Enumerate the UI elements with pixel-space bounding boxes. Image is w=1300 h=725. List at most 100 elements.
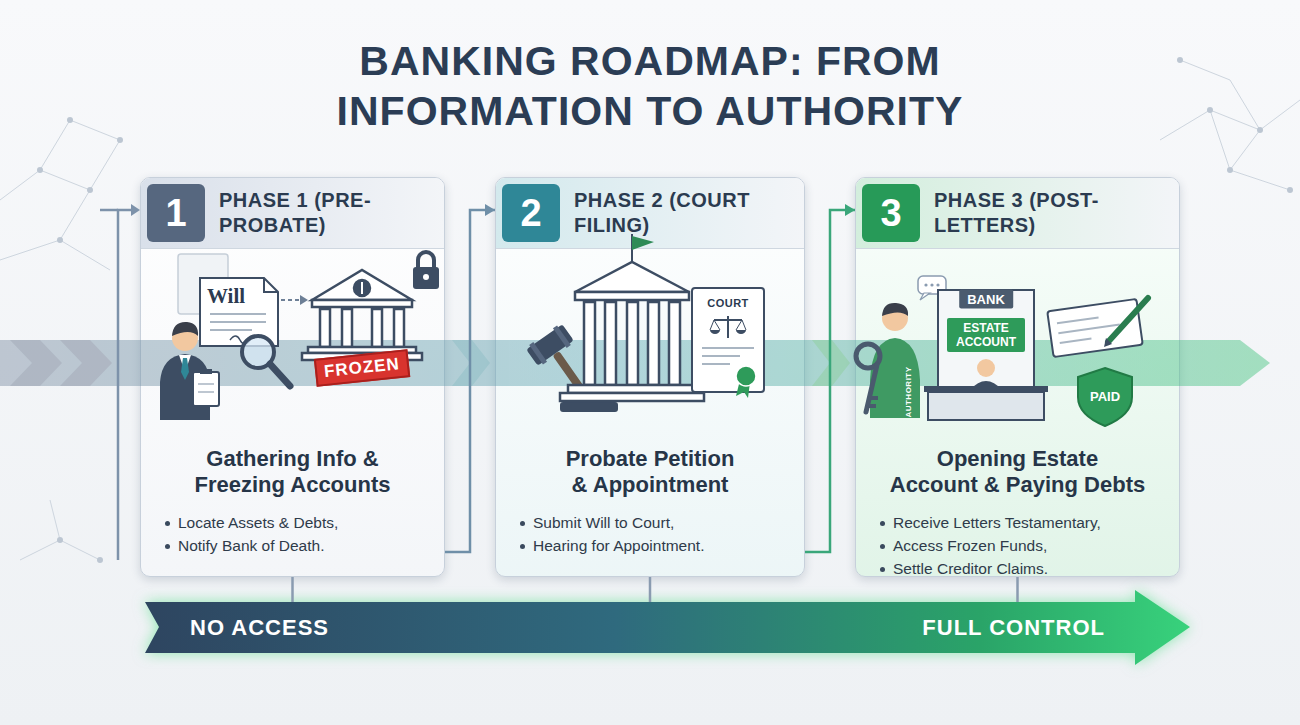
phase-subtitle: Opening Estate Account & Paying Debts [873, 446, 1163, 498]
entry-arrow-part [118, 210, 132, 560]
progress-label: FULL CONTROL [922, 615, 1105, 641]
card-header: 2 PHASE 2 (COURT FILING) [496, 178, 804, 249]
magnifier-icon-part [270, 364, 290, 386]
network-decoration-part [1160, 60, 1300, 190]
network-decoration [0, 60, 1300, 560]
connector [1017, 577, 1018, 602]
certificate-icon-part [736, 366, 756, 386]
certificate-icon-part [702, 348, 754, 364]
bank-icon-part [394, 309, 404, 347]
person-icon-part [193, 372, 219, 406]
arrowhead [845, 204, 855, 216]
phase-heading: PHASE 1 (PRE-PROBATE) [219, 188, 439, 238]
gavel-icon-part-part [529, 342, 547, 365]
dashed-arrow [281, 295, 308, 305]
illustration-label: AUTHORITY [904, 366, 913, 417]
network-dots-part [1257, 127, 1263, 133]
document-icon-part [200, 278, 278, 346]
speech-bubble-part [924, 283, 927, 286]
document-icon-part [264, 278, 278, 292]
connector-line [649, 577, 652, 602]
bullet-text: Access Frozen Funds, [893, 535, 1047, 557]
bank-counter-icon-part [928, 392, 1044, 420]
illustration-label: ESTATE ACCOUNT [947, 318, 1025, 352]
bullet-list: Receive Letters Testamentary,Access Froz… [880, 512, 1167, 577]
bullet-text: Locate Assets & Debts, [178, 512, 338, 534]
card-header: 3PHASE 3 (POST-LETTERS) [856, 178, 1179, 249]
speech-bubble-part [930, 283, 933, 286]
bullet-text: Hearing for Appointment. [533, 535, 704, 557]
bullet-dot [520, 521, 525, 526]
check-icon-part [1047, 299, 1143, 357]
certificate-icon-part [710, 320, 746, 330]
bullet-item: Receive Letters Testamentary, [880, 512, 1167, 534]
bank-icon-part [372, 309, 382, 347]
bullet-item: Access Frozen Funds, [880, 535, 1167, 557]
bank-icon-part [312, 300, 412, 307]
gavel-icon-part-part [553, 325, 571, 348]
bullet-item: Settle Creditor Claims. [880, 558, 1167, 577]
illustration-label: COURT [707, 297, 749, 309]
person-icon [160, 322, 219, 420]
diagram-title: BANKING ROADMAP: FROM INFORMATION TO AUT… [200, 36, 1100, 136]
document-icon-part [210, 314, 266, 330]
phase-number: 1 [165, 192, 186, 235]
phase-heading: PHASE 2 (COURT FILING) [574, 188, 794, 238]
bullet-dot [880, 521, 885, 526]
phase-number-box: 1 [147, 184, 205, 242]
gavel-icon-part-part [526, 324, 574, 366]
speech-bubble-part [936, 283, 939, 286]
bullet-item: Hearing for Appointment. [520, 535, 792, 557]
person-key-icon-part [866, 365, 877, 412]
person-key-icon [856, 303, 920, 418]
network-dots-part [1207, 107, 1213, 113]
progress-arrow-body [145, 590, 1190, 665]
shield-icon-part [1078, 368, 1132, 426]
gavel-icon-part [560, 402, 618, 412]
network-dots-part [67, 117, 73, 123]
courthouse-icon-part [648, 302, 659, 385]
bullet-dot [520, 544, 525, 549]
progress-label: NO ACCESS [190, 615, 329, 641]
connector-line [445, 210, 495, 552]
magnifier-icon [242, 336, 290, 386]
card-header: 1 PHASE 1 (PRE-PROBATE) [141, 178, 444, 249]
check-icon-part-part [1047, 299, 1143, 357]
bullet-item: Notify Bank of Death. [165, 535, 432, 557]
bullet-dot [880, 567, 885, 572]
arrowhead [485, 204, 495, 216]
lock-icon [413, 252, 439, 289]
progress-band-part [60, 340, 112, 386]
shield-icon [1078, 368, 1132, 426]
connector [650, 577, 651, 602]
lock-icon-part [413, 267, 439, 289]
courthouse-icon-part [669, 302, 680, 385]
bullet-list: Locate Assets & Debts,Notify Bank of Dea… [165, 512, 432, 558]
bank-counter-icon [924, 290, 1048, 420]
connector-line [1016, 577, 1019, 602]
bullet-text: Submit Will to Court, [533, 512, 674, 534]
network-dots-part [57, 537, 63, 543]
bullet-list: Submit Will to Court,Hearing for Appoint… [520, 512, 792, 558]
illustration-label: BANK [959, 290, 1013, 309]
network-decoration-part [20, 500, 100, 560]
bullet-dot [880, 544, 885, 549]
phase-number-box: 2 [502, 184, 560, 242]
phase-heading: PHASE 3 (POST-LETTERS) [934, 188, 1154, 238]
dashed-arrow-part [300, 295, 308, 305]
courthouse-icon-part [584, 302, 595, 385]
flag-icon-part [632, 236, 654, 250]
network-dots-part [1177, 57, 1183, 63]
bank-icon-part [312, 270, 412, 300]
person-icon-part [198, 384, 214, 392]
courthouse-icon [560, 262, 704, 401]
check-icon-part [1104, 338, 1112, 347]
bank-icon-part [361, 282, 363, 294]
lock-icon-part [418, 252, 434, 268]
certificate-icon [692, 288, 764, 398]
bullet-text: Notify Bank of Death. [178, 535, 324, 557]
connector-line [291, 577, 294, 602]
phase-subtitle: Probate Petition & Appointment [525, 446, 775, 498]
